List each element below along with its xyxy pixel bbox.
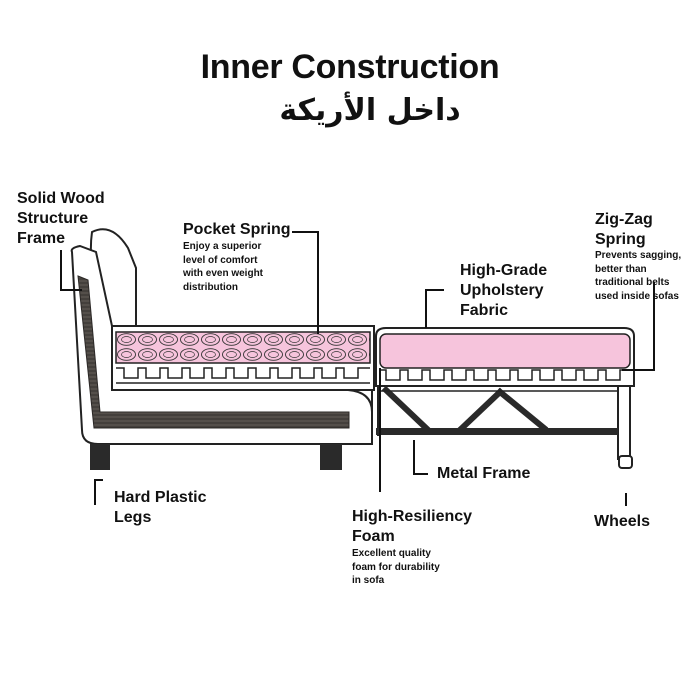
label-hard-plastic-legs: Hard Plastic Legs (114, 489, 207, 526)
label-metal-frame: Metal Frame (437, 465, 531, 482)
right-leg (320, 444, 342, 470)
desc-hr-foam: Excellent quality foam for durability in… (352, 548, 440, 586)
foam-layer-right (380, 369, 630, 381)
sofa-body (70, 228, 375, 470)
metal-frame (381, 385, 549, 433)
solid-wood-frame (77, 275, 350, 429)
desc-pocket-spring: Enjoy a superior level of comfort with e… (183, 241, 264, 293)
callout-lines (60, 231, 655, 506)
sofa-bed-extension (375, 327, 635, 469)
pocket-spring-layer (115, 331, 371, 364)
desc-zigzag-spring: Prevents sagging, better than traditiona… (595, 250, 682, 302)
page-title: Inner Construction (200, 48, 500, 86)
label-solid-wood-frame: Solid Wood Structure Frame (17, 190, 105, 247)
label-zigzag-spring: Zig-Zag Spring (595, 211, 653, 248)
arabic-subtitle: داخل الأريكة (279, 93, 461, 128)
upholstery-cushion (379, 333, 631, 369)
label-upholstery-fabric: High-Grade Upholstery Fabric (460, 262, 548, 319)
foam-layer-left (116, 367, 370, 379)
label-wheels: Wheels (594, 513, 651, 530)
label-pocket-spring: Pocket Spring (183, 221, 291, 238)
left-leg (90, 444, 110, 470)
label-hr-foam: High-Resiliency Foam (352, 508, 473, 545)
wheel (618, 455, 633, 469)
